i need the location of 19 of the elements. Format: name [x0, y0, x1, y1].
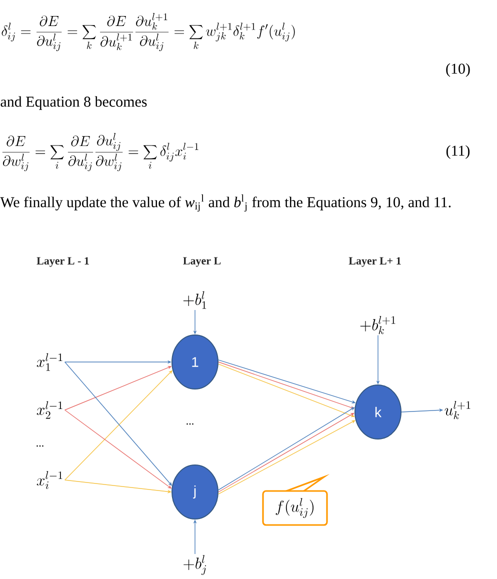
- bias-label: $+b_j^{l}$: [184, 555, 206, 575]
- equation: $\delta_{ij}^{l}=\frac{\partial E}{\partial u_{ij}^{l}}=\sum_{k}\frac{\partial E}{\partial u_{k}^{l+1}}\frac{\partial u_{k}^{l+1}}{\partial u_{ij}^{l}}=\sum_{k}w_{jk}^{l+1}\delta_{k}^{l+1}f'(u_{ij}^{l})$: [2, 13, 295, 52]
- output-label: $u_k^{l+1}$: [444, 400, 470, 420]
- ellipsis: ...: [186, 423, 194, 425]
- equation: $\frac{\partial E}{\partial w_{ij}^{l}}=\sum_{i}\frac{\partial E}{\partial u_{ij}^{l}}\frac{\partial u_{ij}^{l}}{\partial w_{ij}^{l}}=\sum_{i}\delta_{ij}^{l}x_{i}^{l-1}$: [2, 132, 198, 172]
- bias-label: $+b_1^{l}$: [183, 291, 206, 309]
- text-paragraph: We finally update the value of w$_{ij}$$^{l}$ and b$^{l}$$_{j}$ from the Equations 9, 10, and 11.: [0, 194, 451, 212]
- input-label: $x_1^{l-1}$: [36, 353, 62, 371]
- bias-label: $+b_k^{l+1}$: [360, 316, 396, 334]
- ellipsis: ...: [36, 445, 44, 447]
- equation-number: (11): [446, 145, 470, 159]
- input-label: $x_i^{l-1}$: [36, 471, 62, 489]
- equation-number: (10): [446, 63, 470, 77]
- callout-box: $f(u_{ij}^{l})$: [262, 474, 330, 526]
- layer-label: Layer L - 1: [36, 257, 89, 267]
- input-label: $x_2^{l-1}$: [36, 401, 62, 419]
- layer-label: Layer L: [183, 257, 221, 267]
- text-paragraph: and Equation 8 becomes: [0, 96, 147, 110]
- layer-label: Layer L+ 1: [348, 257, 401, 267]
